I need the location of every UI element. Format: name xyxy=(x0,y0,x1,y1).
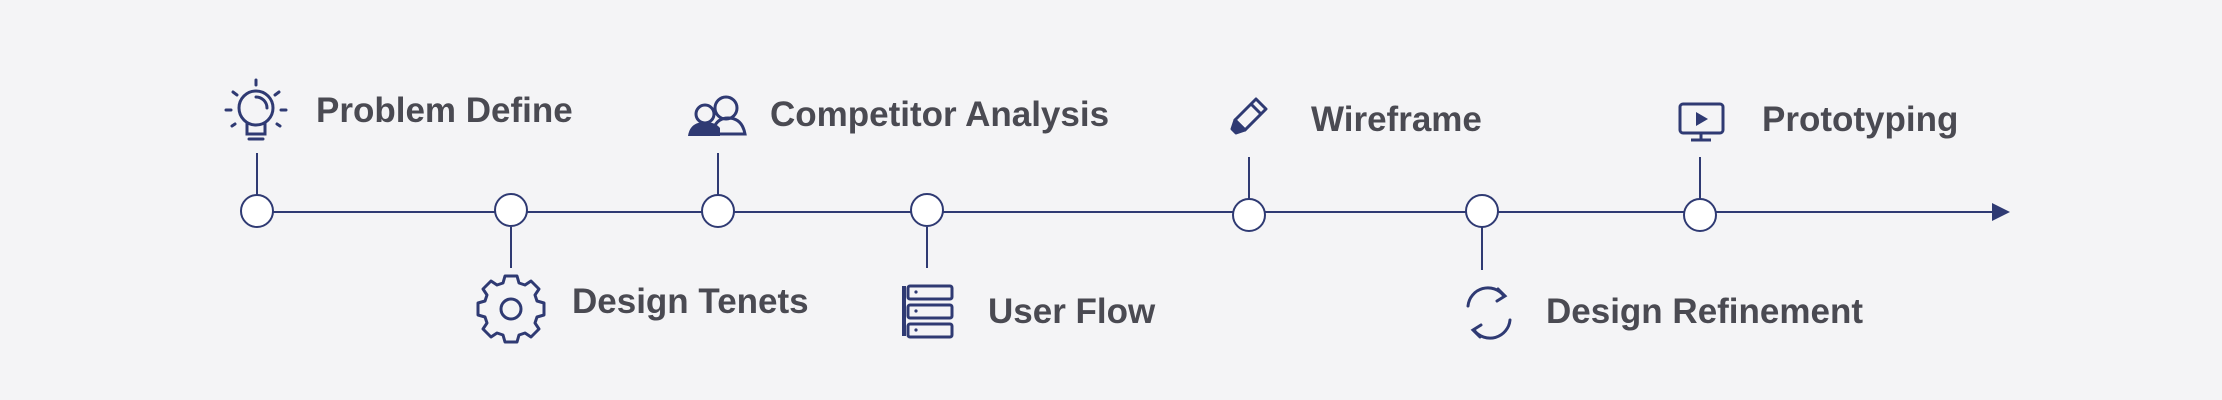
node-6 xyxy=(1465,194,1499,228)
gear-icon xyxy=(476,274,546,344)
node-1 xyxy=(240,194,274,228)
monitor-play-icon xyxy=(1678,102,1725,142)
pencil-icon xyxy=(1230,97,1268,135)
step-label-problem-define: Problem Define xyxy=(316,91,573,130)
step-label-competitor-analysis: Competitor Analysis xyxy=(770,95,1110,134)
node-7 xyxy=(1683,198,1717,232)
refresh-icon xyxy=(1466,286,1512,340)
node-3 xyxy=(701,194,735,228)
timeline-arrowhead xyxy=(1992,203,2010,221)
step-label-user-flow: User Flow xyxy=(988,292,1156,331)
step-label-design-refinement: Design Refinement xyxy=(1546,292,1863,331)
step-label-prototyping: Prototyping xyxy=(1762,100,1959,139)
step-label-design-tenets: Design Tenets xyxy=(572,282,809,321)
users-icon xyxy=(688,95,747,136)
server-icon xyxy=(902,284,954,339)
step-label-wireframe: Wireframe xyxy=(1311,100,1482,139)
node-2 xyxy=(494,193,528,227)
node-5 xyxy=(1232,198,1266,232)
node-4 xyxy=(910,193,944,227)
lightbulb-icon xyxy=(224,78,288,141)
